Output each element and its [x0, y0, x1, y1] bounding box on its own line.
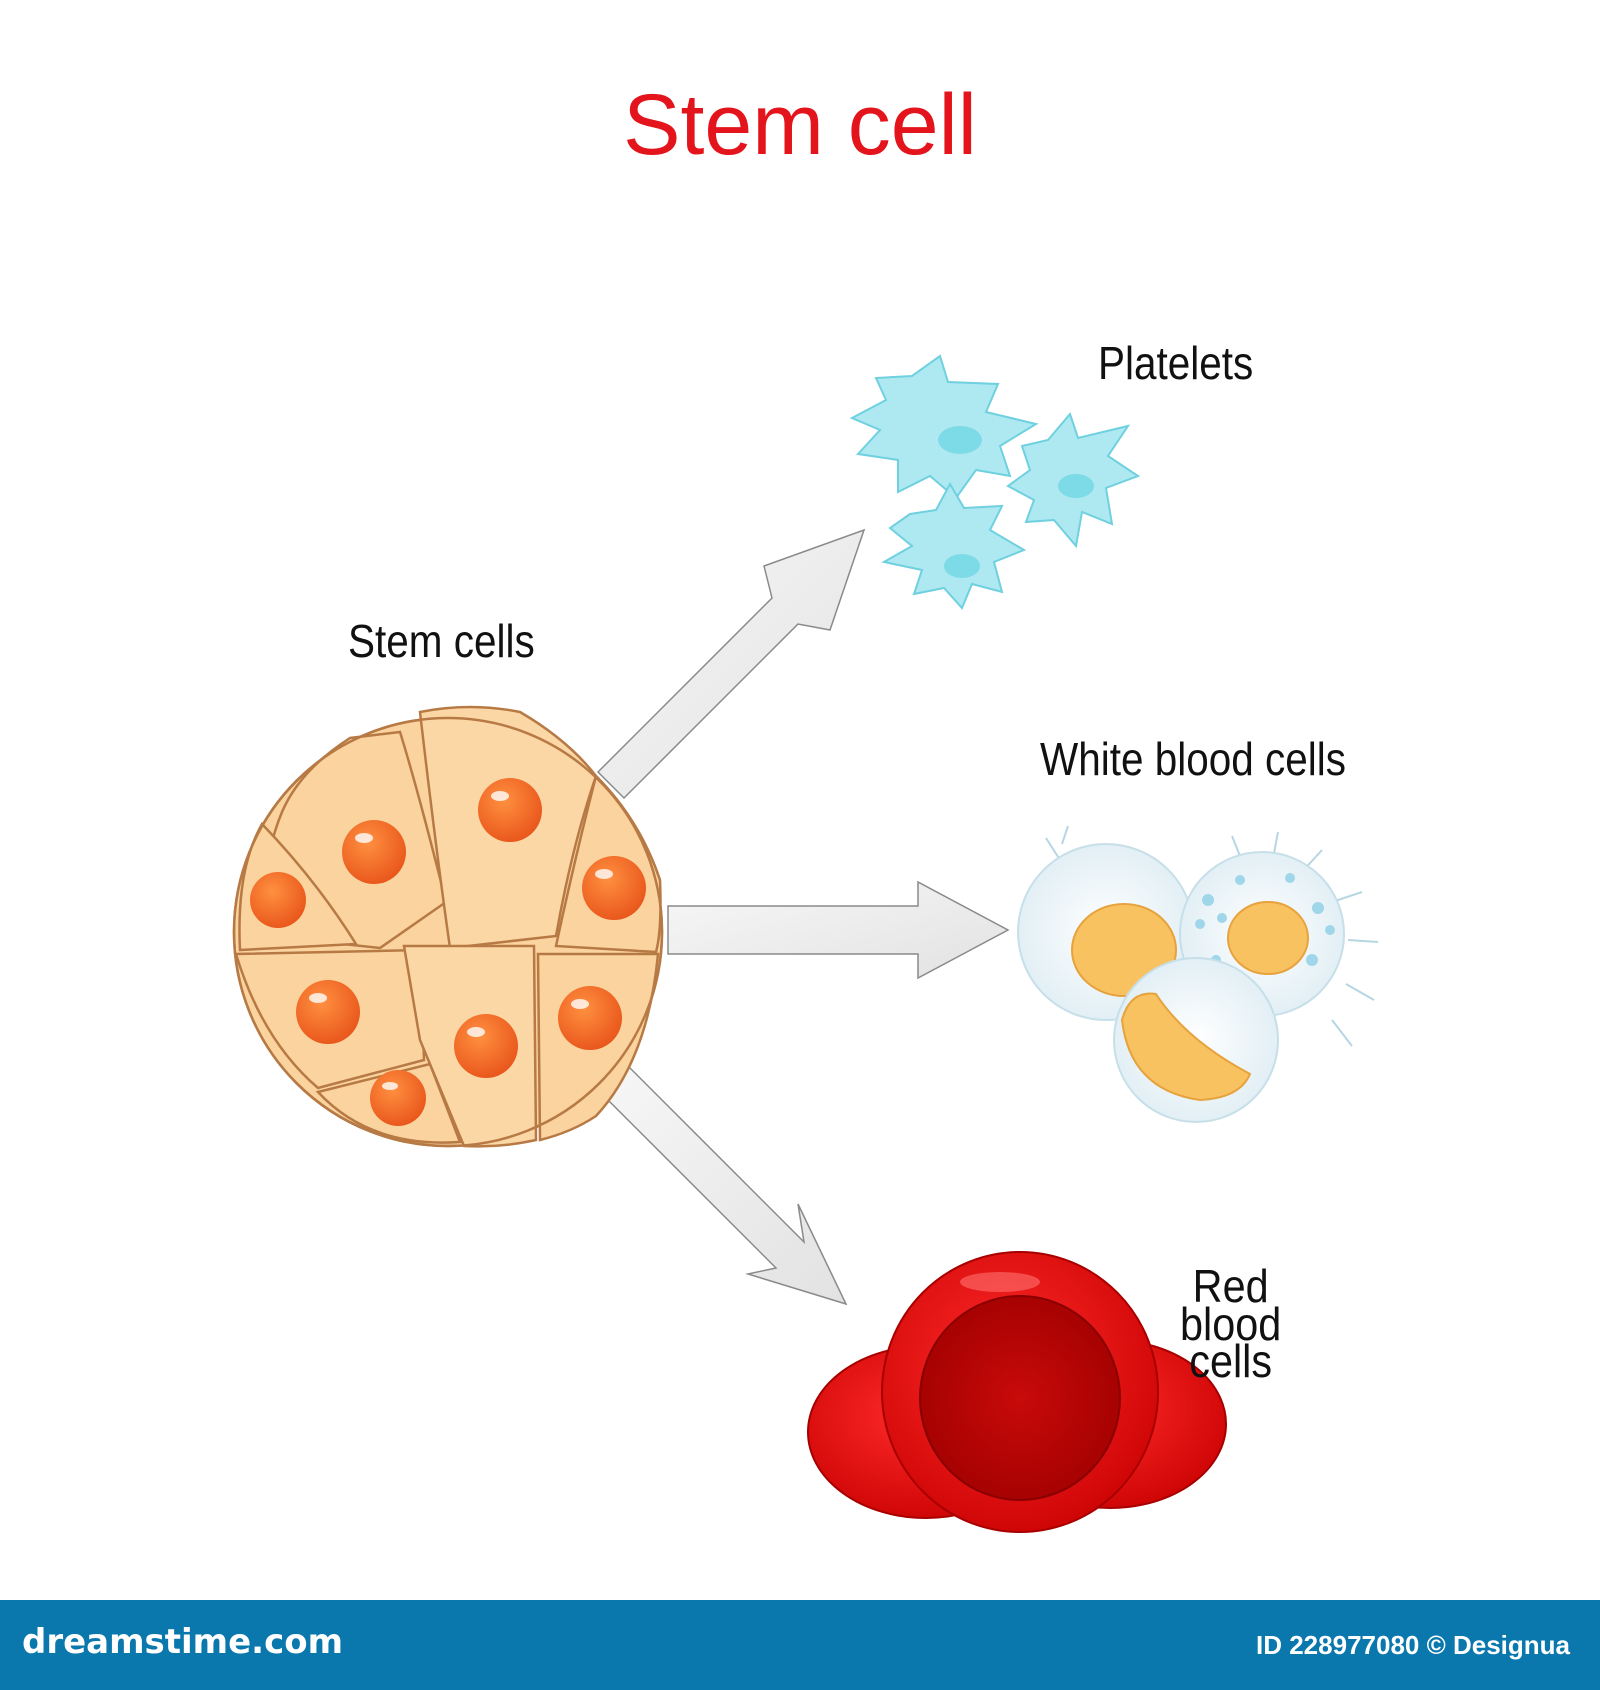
- footer-brand: dreamstime.com: [22, 1622, 344, 1662]
- white-blood-cells-label: White blood cells: [1040, 733, 1346, 785]
- platelets-label: Platelets: [1098, 337, 1254, 389]
- red-blood-cells-label: Red blood cells: [1180, 1260, 1282, 1388]
- arrow-to-platelets: [596, 528, 866, 800]
- arrow-to-red-blood-cells: [596, 1062, 848, 1306]
- diagram-title: Stem cell: [623, 77, 977, 173]
- red-blood-cells-illustration: [807, 1251, 1227, 1533]
- red-blood-cells-label-line: cells: [1189, 1335, 1273, 1388]
- diagram-artwork: [232, 354, 1379, 1533]
- red-blood-cells-label-line: blood: [1180, 1297, 1282, 1350]
- arrow-to-white-blood-cells: [667, 880, 1010, 980]
- stem-cell-cluster: [232, 705, 664, 1148]
- red-blood-cells-label-line: Red: [1192, 1260, 1269, 1312]
- footer-bar: dreamstime.com ID 228977080 © Designua: [0, 1600, 1600, 1690]
- platelets-illustration: [849, 354, 1141, 610]
- white-blood-cells-illustration: [1017, 825, 1379, 1123]
- stem-cells-label: Stem cells: [348, 615, 535, 667]
- footer-credit: ID 228977080 © Designua: [1256, 1630, 1570, 1660]
